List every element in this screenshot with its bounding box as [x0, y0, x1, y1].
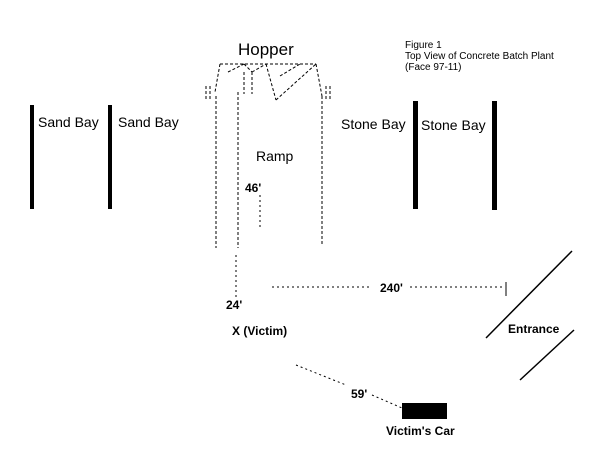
sand-bay-label-2: Sand Bay	[118, 114, 179, 130]
sand-bay-wall-middle	[108, 105, 112, 209]
ramp-outline	[215, 92, 323, 248]
sand-bay-wall-left	[30, 105, 34, 209]
victims-car-label: Victim's Car	[386, 424, 455, 438]
victim-label: X (Victim)	[232, 324, 288, 338]
victims-car-block	[402, 403, 447, 419]
sand-bay-label-1: Sand Bay	[38, 114, 99, 130]
stone-bay-wall-middle	[413, 101, 418, 209]
car-distance: 59'	[351, 387, 368, 401]
entrance-line-upper	[485, 250, 573, 339]
hopper-label: Hopper	[238, 40, 294, 59]
figure-ref: (Face 97-11)	[405, 62, 462, 73]
ramp-distance: 46'	[245, 181, 262, 195]
victim-distance: 24'	[226, 298, 243, 312]
entrance-distance: 240'	[380, 281, 403, 295]
ramp-label: Ramp	[256, 148, 294, 164]
figure-number: Figure 1	[405, 40, 442, 51]
entrance-label: Entrance	[508, 322, 560, 336]
stone-bay-wall-right	[492, 101, 497, 210]
stone-bay-label-2: Stone Bay	[421, 117, 486, 133]
figure-title: Top View of Concrete Batch Plant	[405, 51, 554, 62]
hopper-outline	[205, 63, 331, 101]
stone-bay-label-1: Stone Bay	[341, 116, 406, 132]
entrance-line-lower	[519, 329, 575, 381]
measurement-lines	[235, 195, 502, 409]
